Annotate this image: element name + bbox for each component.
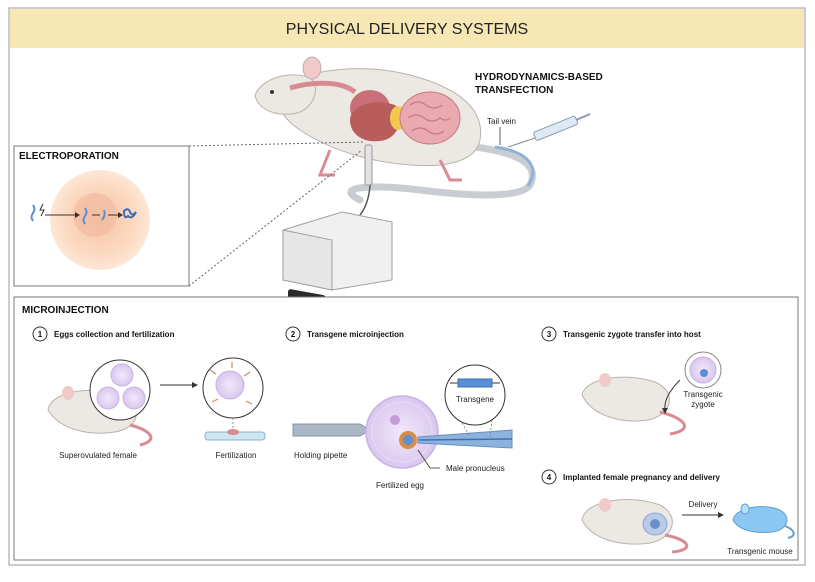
pregnant-mouse: [581, 498, 688, 554]
step-3-label: Transgenic zygote transfer into host: [563, 330, 701, 339]
title-bar: [10, 9, 804, 48]
mouse-1-ear: [62, 386, 74, 400]
step-1-label: Eggs collection and fertilization: [54, 330, 175, 339]
step-2-number: 2: [291, 330, 296, 339]
step-3-badge: [541, 326, 557, 342]
step-2-label: Transgene microinjection: [307, 330, 404, 339]
male-pronucleus-pointer: [417, 449, 431, 469]
electroporation-title: ELECTROPORATION: [19, 151, 119, 162]
step-3-number: 3: [547, 330, 552, 339]
zoom-line-top: [188, 141, 366, 147]
holding-pipette-label: Holding pipette: [294, 451, 348, 460]
zygote-transfer-arrow: [664, 379, 681, 411]
hydro-title-line2: TRANSFECTION: [475, 85, 553, 96]
fertilized-egg: [365, 395, 439, 469]
transgene-in-pronucleus: [403, 435, 413, 445]
dna-nucleus-icon: [122, 208, 137, 219]
host-mouse: [581, 373, 686, 436]
tail-vein-line: [494, 145, 535, 187]
intestines: [399, 91, 461, 145]
large-mouse-illustration: [254, 56, 536, 204]
fertilized-egg-label: Fertilized egg: [376, 481, 424, 490]
mouse-1-tail: [129, 423, 153, 447]
egg-3: [122, 386, 146, 410]
male-pronucleus-label: Male pronucleus: [446, 464, 505, 473]
step-1-number: 1: [38, 330, 43, 339]
dna-inside-icon: [101, 209, 106, 221]
mouse-4-ear: [599, 498, 611, 512]
transgene-zoom-line-1: [461, 422, 471, 438]
delivery-label: Delivery: [689, 500, 718, 509]
intestine-folds: [407, 101, 451, 135]
dna-entering-icon: [82, 207, 88, 225]
step-2-badge: [285, 326, 301, 342]
egg-1: [110, 363, 134, 387]
lightning-icon: [39, 203, 45, 217]
transgenic-mouse: [732, 503, 795, 539]
step-1-arrow-head: [192, 382, 198, 388]
liver: [350, 102, 401, 142]
female-pronucleus: [390, 415, 400, 425]
egg-2: [96, 386, 120, 410]
needle-transgene-line: [418, 438, 513, 441]
transgene-block: [457, 378, 493, 388]
delivery-arrow-head: [718, 512, 724, 518]
trachea: [289, 80, 357, 95]
syringe-needle: [507, 137, 536, 148]
holding-pipette: [292, 423, 371, 437]
mouse-3-ear: [599, 373, 611, 387]
zygote-nucleus: [700, 369, 708, 377]
mouse-front-leg: [317, 149, 335, 177]
tail-vein-label: Tail vein: [487, 117, 516, 126]
transgenic-mouse-ear: [740, 503, 750, 515]
arrow-3-head: [118, 212, 123, 218]
mouse-tail: [347, 141, 536, 204]
syringe-plunger: [575, 113, 591, 121]
fertilized-egg-small: [215, 370, 245, 400]
mouse-back-leg: [438, 159, 462, 182]
transgenic-zygote-label-1: Transgenic: [683, 390, 722, 399]
mouse-eye: [270, 90, 274, 94]
probe-handle: [364, 144, 373, 186]
embryo: [650, 519, 660, 529]
petri-dish-sample: [227, 429, 239, 435]
step-4-badge: [541, 469, 557, 485]
dna-icon: [30, 204, 36, 222]
transgene-label: Transgene: [456, 395, 495, 404]
superovulated-label: Superovulated female: [59, 451, 137, 460]
step-1-badge: [32, 326, 48, 342]
hydro-title-line1: HYDRODYNAMICS-BASED: [475, 72, 603, 83]
zoom-line-bottom: [188, 149, 363, 287]
syringe-illustration: [507, 113, 591, 148]
mouse-4-tail: [664, 533, 688, 554]
fertilized-egg-inner: [371, 401, 433, 463]
transgenic-mouse-tail: [784, 525, 795, 539]
transgenic-mouse-label: Transgenic mouse: [727, 547, 793, 556]
step-4-number: 4: [547, 473, 552, 482]
page-title: PHYSICAL DELIVERY SYSTEMS: [286, 21, 528, 38]
fertilization-label: Fertilization: [216, 451, 257, 460]
transgenic-zygote-label-2: zygote: [691, 400, 715, 409]
zygote-transfer-arrow-head: [662, 408, 668, 414]
mouse-ear: [302, 56, 322, 80]
mouse-3-tail: [659, 410, 686, 436]
step-4-label: Implanted female pregnancy and delivery: [563, 473, 720, 482]
transgene-zoom-line-2: [489, 419, 493, 438]
arrow-1-head: [75, 212, 80, 218]
microinjection-title: MICROINJECTION: [22, 305, 109, 316]
device-front: [282, 229, 333, 291]
sperm-cells: [209, 362, 253, 405]
